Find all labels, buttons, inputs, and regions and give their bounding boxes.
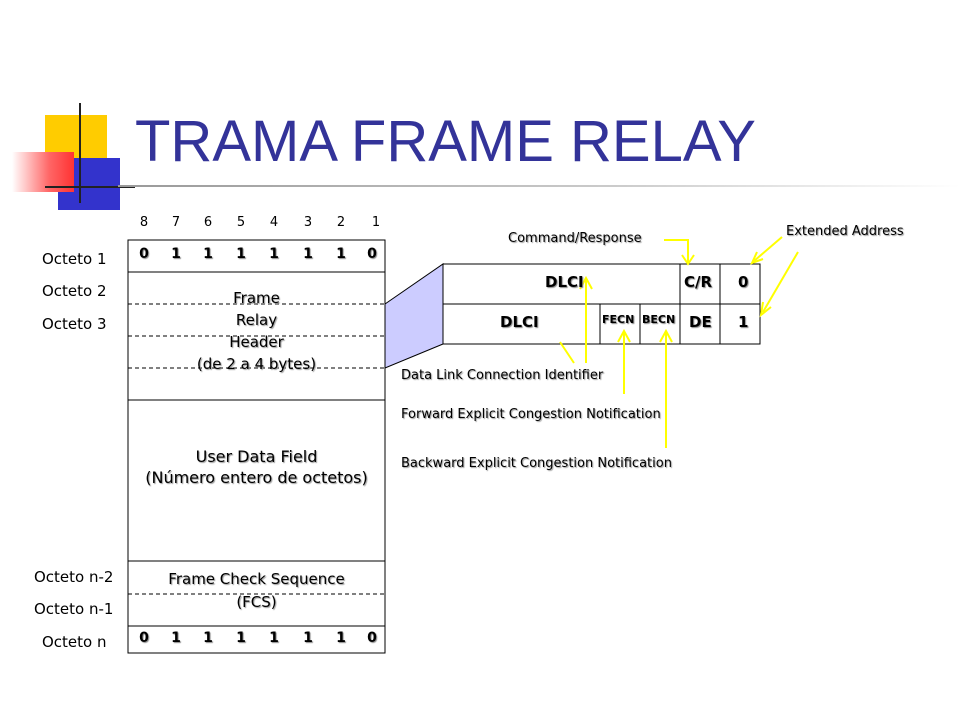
deco-horizontal-line	[45, 186, 135, 188]
dlci-high-cell: DLCI	[545, 273, 584, 291]
deco-vertical-line	[79, 103, 81, 203]
flag-bit: 1	[336, 246, 346, 262]
flag-bit: 1	[203, 246, 213, 262]
flag-bit: 1	[203, 630, 213, 646]
flag-bit: 0	[139, 630, 149, 646]
flag-bit: 1	[269, 246, 279, 262]
becn-full-note: Backward Explicit Congestion Notificatio…	[401, 456, 672, 471]
bit-position: 6	[203, 215, 213, 230]
extended-address-note: Extended Address	[786, 224, 904, 239]
ea1-bit-cell: 1	[738, 313, 749, 331]
flag-bit: 0	[139, 246, 149, 262]
header-text-frame: Frame	[233, 289, 280, 307]
frame-box	[127, 239, 386, 654]
header-text-relay: Relay	[235, 311, 278, 329]
flag-bit: 1	[236, 246, 246, 262]
flag-bit: 0	[367, 246, 377, 262]
user-data-title: User Data Field	[195, 447, 318, 466]
dlci-full-note: Data Link Connection Identifier	[401, 368, 604, 383]
dlci-low-cell: DLCI	[500, 313, 539, 331]
fecn-full-note: Forward Explicit Congestion Notification	[401, 407, 661, 422]
octet-label-n-2: Octeto n-2	[34, 568, 114, 586]
cr-bit-cell: C/R	[684, 273, 713, 291]
deco-red-square	[12, 152, 74, 192]
bit-position: 7	[171, 215, 181, 230]
command-response-note: Command/Response	[508, 231, 642, 246]
octet-label-1: Octeto 1	[42, 250, 107, 268]
ea0-bit-cell: 0	[738, 273, 749, 291]
fcs-title: Frame Check Sequence	[168, 570, 345, 588]
flag-bit: 1	[171, 246, 181, 262]
bit-position: 3	[303, 215, 313, 230]
becn-bit-cell: BECN	[642, 313, 676, 326]
bit-position: 4	[269, 215, 279, 230]
octet-label-2: Octeto 2	[42, 282, 107, 300]
header-text-header: Header	[229, 333, 284, 351]
flag-bit: 1	[303, 630, 313, 646]
bit-position: 8	[139, 215, 149, 230]
bit-position: 5	[236, 215, 246, 230]
flag-bit: 1	[303, 246, 313, 262]
page-title: TRAMA FRAME RELAY	[135, 109, 756, 174]
flag-bit: 1	[171, 630, 181, 646]
bit-position: 2	[336, 215, 346, 230]
octet-label-n: Octeto n	[42, 633, 107, 651]
de-bit-cell: DE	[689, 313, 712, 331]
octet-label-3: Octeto 3	[42, 315, 107, 333]
user-data-subtitle: (Número entero de octetos)	[145, 468, 368, 487]
flag-bit: 0	[367, 630, 377, 646]
bit-position: 1	[371, 215, 381, 230]
fecn-bit-cell: FECN	[602, 313, 635, 326]
fcs-abbrev: (FCS)	[236, 593, 277, 611]
address-callout	[384, 263, 444, 369]
address-field-box	[442, 263, 761, 345]
octet-dividers	[128, 303, 385, 595]
title-underline	[118, 185, 960, 187]
pointer-arrows	[559, 236, 799, 448]
title-decoration	[0, 0, 140, 230]
flag-bit: 1	[269, 630, 279, 646]
octet-label-n-1: Octeto n-1	[34, 600, 114, 618]
header-text-size: (de 2 a 4 bytes)	[196, 355, 317, 373]
flag-bit: 1	[236, 630, 246, 646]
flag-bit: 1	[336, 630, 346, 646]
